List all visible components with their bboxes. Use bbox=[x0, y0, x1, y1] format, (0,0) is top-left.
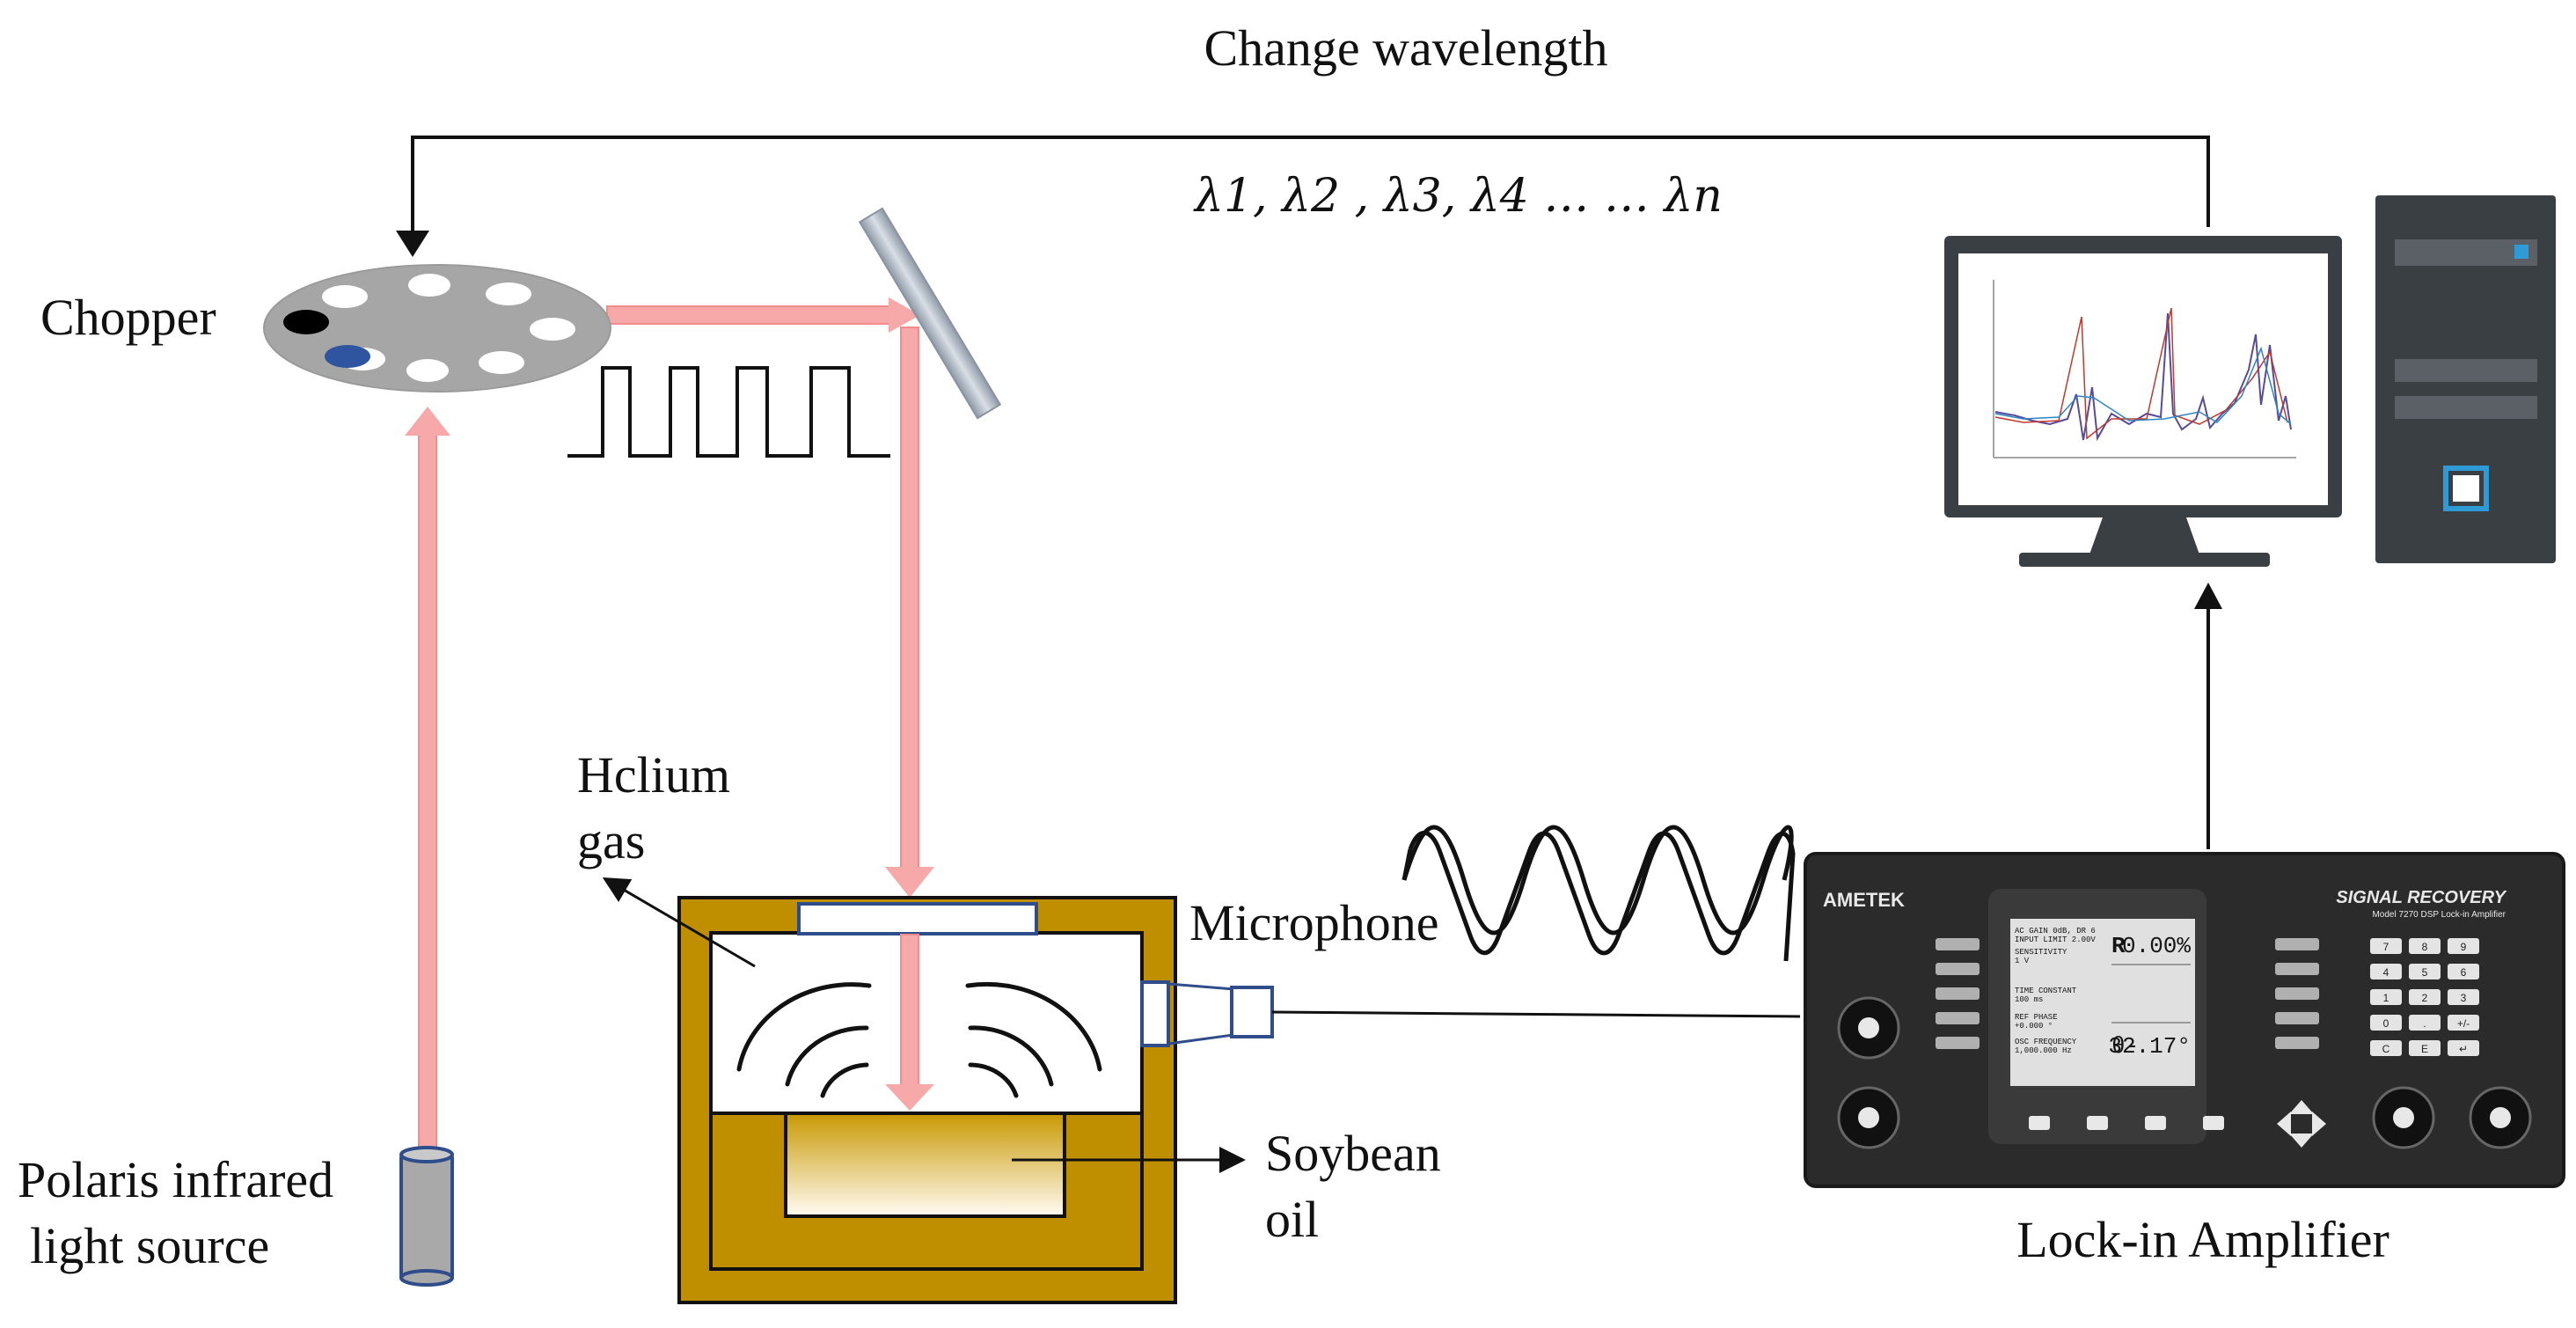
control-knobs bbox=[1837, 996, 2532, 1149]
screen-text-3: SENSITIVITY bbox=[2015, 948, 2067, 957]
soybean-label-line1: Soybean bbox=[1265, 1125, 1441, 1182]
brand-right-label: SIGNAL RECOVERY bbox=[2336, 888, 2506, 907]
keypad-key bbox=[2370, 964, 2402, 979]
screen-text-7: REF PHASE bbox=[2015, 1013, 2058, 1022]
screen-text-8: +0.000 ° bbox=[2015, 1022, 2053, 1031]
sine-wave bbox=[1401, 825, 1794, 935]
light-source bbox=[399, 1146, 454, 1287]
keypad-key-label: 4 bbox=[2383, 966, 2389, 979]
change-wavelength-label: Change wavelength bbox=[1204, 19, 1607, 77]
left-softkeys bbox=[1936, 938, 1980, 1049]
direction-pad bbox=[2277, 1100, 2326, 1148]
keypad-key bbox=[2370, 938, 2402, 954]
keypad-key-label: 2 bbox=[2422, 992, 2428, 1004]
screen-text-1: AC GAIN 0dB, DR 6 bbox=[2015, 927, 2096, 935]
light-source-label-line1: Polaris infrared bbox=[18, 1151, 333, 1208]
signal-cable bbox=[1271, 1010, 1801, 1018]
wavelength-sequence-label: λ1, λ2 , λ3, λ4 … … λn bbox=[1193, 170, 1723, 223]
photoacoustic-cell bbox=[677, 896, 1177, 1304]
keypad-key bbox=[2409, 1015, 2441, 1031]
readout-theta-label: θ- bbox=[2111, 1033, 2139, 1060]
keypad-key-label: 7 bbox=[2383, 941, 2389, 953]
square-wave bbox=[567, 366, 890, 458]
soybean-label-line2: oil bbox=[1265, 1191, 1319, 1248]
right-softkeys bbox=[2275, 938, 2319, 1049]
keypad-key-label: +/- bbox=[2457, 1017, 2470, 1030]
keypad-key-label: 9 bbox=[2461, 941, 2467, 953]
keypad-key-label: ↵ bbox=[2459, 1043, 2468, 1055]
light-source-label-line2: light source bbox=[30, 1217, 269, 1274]
keypad-key bbox=[2409, 938, 2441, 954]
screen-text-4: 1 V bbox=[2015, 957, 2030, 965]
keypad-key-label: 3 bbox=[2461, 992, 2467, 1004]
keypad-key bbox=[2370, 1015, 2402, 1031]
readout-theta-value: 32.17° bbox=[2108, 1033, 2191, 1060]
lockin-label: Lock-in Amplifier bbox=[2016, 1211, 2389, 1268]
keypad-key-label: 0 bbox=[2383, 1017, 2389, 1030]
keypad-key bbox=[2448, 1015, 2479, 1031]
keypad-key bbox=[2448, 1040, 2479, 1056]
beam-inside-cell bbox=[900, 934, 919, 1094]
keypad-key bbox=[2409, 964, 2441, 979]
keypad: 7 8 9 4 5 6 1 2 3 0. +/- C E ↵ bbox=[2370, 938, 2479, 1056]
helium-label-line1: Hclium bbox=[577, 746, 730, 803]
chopper-disk bbox=[263, 264, 611, 393]
model-label: Model 7270 DSP Lock-in Amplifier bbox=[2372, 910, 2506, 920]
keypad-key-label: 5 bbox=[2422, 966, 2428, 979]
mirror bbox=[858, 207, 1002, 420]
helium-label-line2: gas bbox=[577, 812, 645, 869]
keypad-key-label: 8 bbox=[2422, 941, 2428, 953]
keypad-key bbox=[2409, 1040, 2441, 1056]
readout-r-value: 0.00% bbox=[2122, 933, 2191, 959]
screen-text-5: TIME CONSTANT bbox=[2015, 987, 2077, 995]
keypad-key bbox=[2370, 989, 2402, 1005]
lockin-amplifier: AMETEK SIGNAL RECOVERY Model 7270 DSP Lo… bbox=[1804, 852, 2565, 1188]
keypad-key-label: C bbox=[2382, 1043, 2390, 1055]
beam-arrowhead bbox=[885, 1084, 934, 1111]
brand-label: AMETEK bbox=[1823, 889, 1905, 911]
lockin-to-computer-arrowhead bbox=[2194, 583, 2222, 609]
sine-wave-trace bbox=[1401, 831, 1796, 962]
keypad-key bbox=[2448, 938, 2479, 954]
screen-text-2: INPUT LIMIT 2.00V bbox=[2015, 935, 2096, 944]
helium-pointer-arrow bbox=[602, 877, 756, 968]
readout-r-label: R bbox=[2111, 933, 2126, 959]
feedback-loop-arrow bbox=[396, 136, 2210, 257]
microphone bbox=[1167, 982, 1274, 1046]
chopper-label: Chopper bbox=[40, 289, 216, 346]
computer-tower bbox=[2375, 195, 2556, 563]
screen-text-9: OSC FREQUENCY bbox=[2015, 1038, 2077, 1046]
keypad-key bbox=[2448, 989, 2479, 1005]
microphone-label: Microphone bbox=[1189, 894, 1439, 951]
keypad-key-label: . bbox=[2423, 1017, 2426, 1030]
keypad-key bbox=[2370, 1040, 2402, 1056]
computer-monitor bbox=[1944, 236, 2342, 567]
acoustic-waves bbox=[736, 981, 1102, 1098]
screen-text-6: 100 ms bbox=[2015, 995, 2043, 1004]
bottom-buttons bbox=[2029, 1116, 2224, 1130]
keypad-key bbox=[2448, 964, 2479, 979]
keypad-key-label: 1 bbox=[2383, 992, 2389, 1004]
keypad-key-label: E bbox=[2421, 1043, 2428, 1055]
keypad-key-label: 6 bbox=[2461, 966, 2467, 979]
keypad-key bbox=[2409, 989, 2441, 1005]
screen-text-10: 1,000.000 Hz bbox=[2015, 1046, 2072, 1055]
